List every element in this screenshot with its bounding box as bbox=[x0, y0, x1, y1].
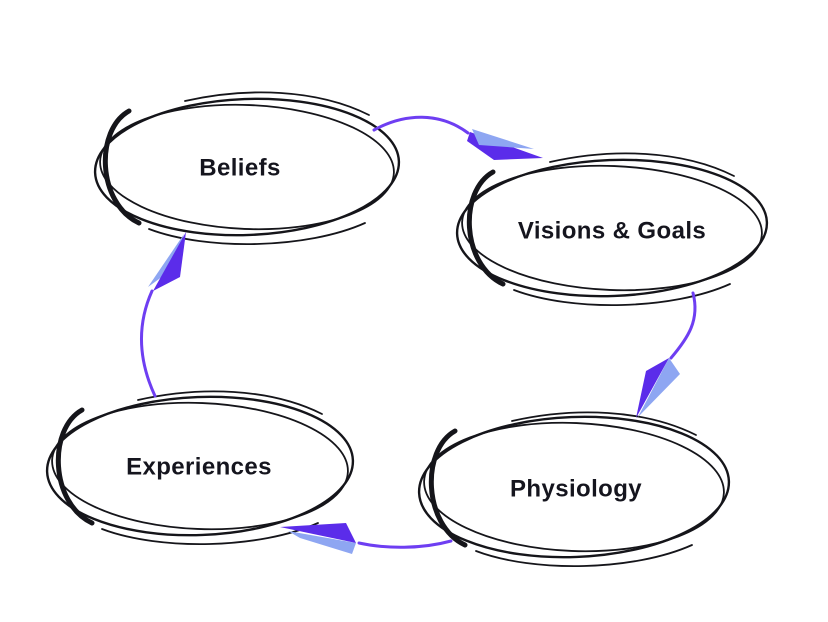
arrow-physiology-to-experiences bbox=[280, 523, 453, 554]
beliefs-ellipse-sketch bbox=[93, 91, 401, 245]
arrow-visions-goals-to-physiology bbox=[636, 291, 697, 418]
arrowhead-light bbox=[472, 129, 534, 149]
visions-goals-ellipse-sketch bbox=[455, 152, 769, 306]
node-experiences: Experiences bbox=[45, 390, 355, 545]
physiology-ellipse-sketch bbox=[417, 411, 731, 567]
experiences-label: Experiences bbox=[126, 454, 272, 481]
physiology-label: Physiology bbox=[510, 476, 642, 503]
arrow-experiences-to-beliefs bbox=[140, 232, 186, 398]
arrow-beliefs-to-visions-goals bbox=[372, 115, 543, 160]
node-physiology: Physiology bbox=[417, 411, 731, 567]
arrowhead-light bbox=[148, 234, 184, 287]
arrow-curve bbox=[669, 291, 697, 360]
arrow-curve bbox=[357, 539, 453, 549]
arrowhead-dark bbox=[153, 232, 186, 291]
visions-goals-label: Visions & Goals bbox=[518, 218, 706, 245]
arrow-curve bbox=[140, 289, 157, 398]
node-beliefs: Beliefs bbox=[93, 91, 401, 245]
arrowhead-dark bbox=[636, 358, 669, 418]
arrowhead-light bbox=[288, 531, 356, 554]
arrowhead-dark bbox=[280, 523, 356, 543]
experiences-ellipse-sketch bbox=[45, 390, 355, 545]
arrowhead-light bbox=[638, 358, 680, 417]
node-visions-goals: Visions & Goals bbox=[455, 152, 769, 306]
beliefs-label: Beliefs bbox=[199, 155, 281, 182]
arrow-curve bbox=[372, 115, 470, 135]
